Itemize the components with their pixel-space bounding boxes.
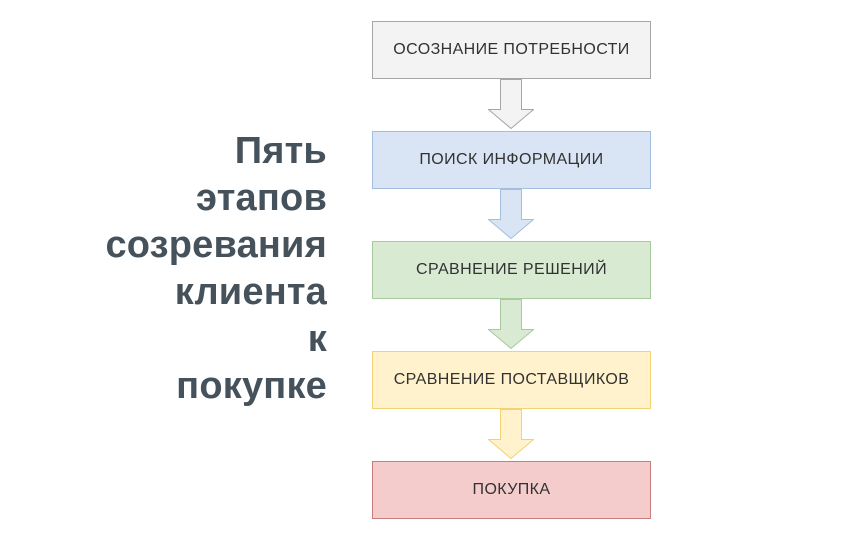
title-line-2: этапов <box>196 177 327 219</box>
title-line-1: Пять <box>234 130 327 172</box>
stage-label: ОСОЗНАНИЕ ПОТРЕБНОСТИ <box>393 41 630 58</box>
stage-box-need-recognition: ОСОЗНАНИЕ ПОТРЕБНОСТИ <box>372 21 651 79</box>
stage-label: ПОИСК ИНФОРМАЦИИ <box>419 151 604 168</box>
title-line-4: клиента <box>174 271 327 313</box>
down-arrow-icon <box>488 189 534 239</box>
stage-label: СРАВНЕНИЕ РЕШЕНИЙ <box>416 261 607 278</box>
stage-box-information-search: ПОИСК ИНФОРМАЦИИ <box>372 131 651 189</box>
stage-label: ПОКУПКА <box>472 481 551 498</box>
diagram-title: Пять этапов созревания клиента к покупке <box>0 128 327 410</box>
title-line-6: покупке <box>176 365 327 407</box>
down-arrow-icon <box>488 299 534 349</box>
stage-box-supplier-comparison: СРАВНЕНИЕ ПОСТАВЩИКОВ <box>372 351 651 409</box>
stage-box-solution-comparison: СРАВНЕНИЕ РЕШЕНИЙ <box>372 241 651 299</box>
title-line-3: созревания <box>105 224 327 266</box>
down-arrow-icon <box>488 409 534 459</box>
title-line-5: к <box>307 318 327 360</box>
down-arrow-icon <box>488 79 534 129</box>
stage-label: СРАВНЕНИЕ ПОСТАВЩИКОВ <box>393 371 630 388</box>
stage-box-purchase: ПОКУПКА <box>372 461 651 519</box>
